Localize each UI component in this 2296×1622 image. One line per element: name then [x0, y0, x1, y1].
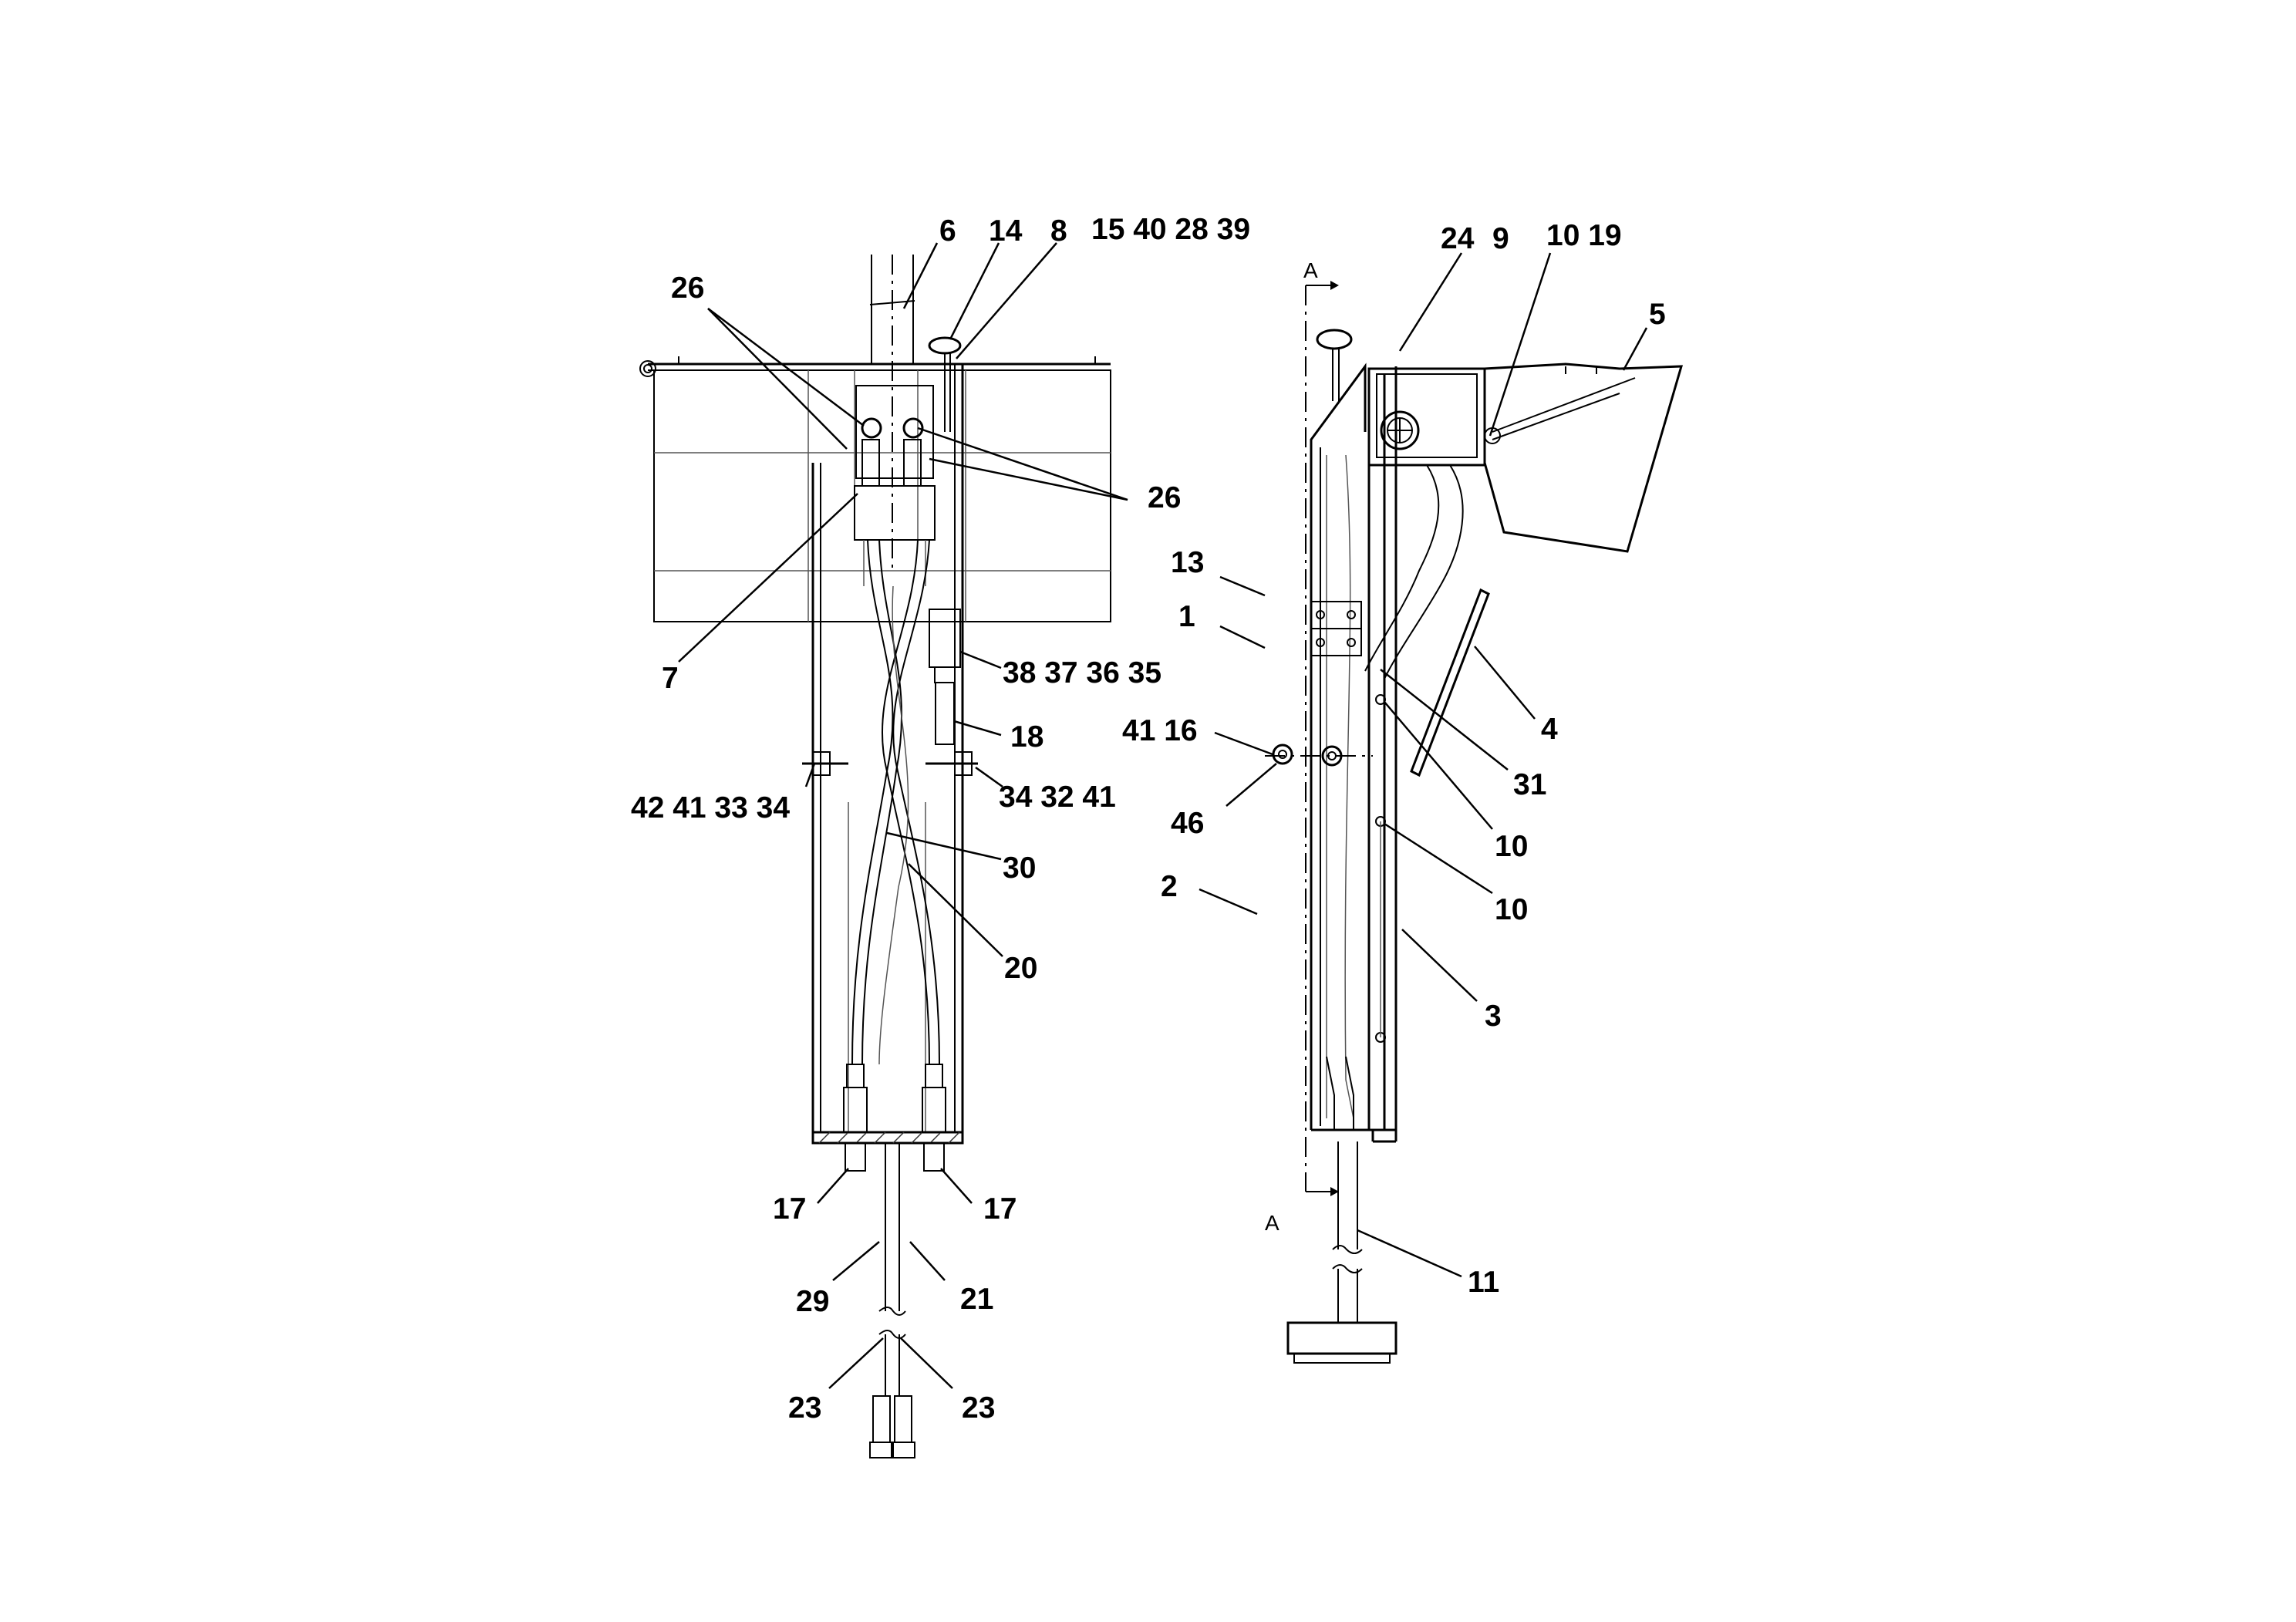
section-mark-top: A	[1303, 258, 1318, 282]
label-26-right: 26	[1148, 481, 1181, 514]
label-17-left: 17	[773, 1192, 806, 1226]
label-6: 6	[939, 214, 956, 248]
label-46: 46	[1171, 807, 1204, 840]
label-26-upper: 26	[671, 271, 704, 305]
label-11: 11	[1468, 1266, 1499, 1299]
label-20: 20	[1004, 952, 1037, 985]
label-34-32-41: 34 32 41	[999, 781, 1116, 814]
label-10-middle: 10	[1495, 830, 1528, 863]
label-23-left: 23	[788, 1391, 821, 1425]
label-8: 8	[1050, 214, 1067, 248]
label-23-right: 23	[962, 1391, 995, 1425]
leader-lines	[678, 242, 1648, 1389]
label-30: 30	[1003, 851, 1036, 885]
label-42-41-33-34: 42 41 33 34	[631, 791, 790, 824]
bottom-plate-hatch	[818, 1131, 960, 1144]
label-14: 14	[989, 214, 1023, 248]
front-view	[639, 255, 1111, 1458]
label-17-right: 17	[983, 1192, 1017, 1226]
section-mark-bottom: A	[1265, 1211, 1279, 1235]
label-21: 21	[960, 1283, 993, 1316]
label-24: 24	[1441, 222, 1475, 255]
part-labels: 6 14 8 15 40 28 39 26 26 7 38 37 36 35 1…	[631, 213, 1666, 1425]
label-10-19: 10 19	[1546, 219, 1622, 252]
label-2: 2	[1161, 870, 1178, 903]
label-15-40-28-39: 15 40 28 39	[1091, 213, 1250, 246]
label-31: 31	[1513, 768, 1546, 801]
label-1: 1	[1178, 600, 1195, 633]
label-7: 7	[662, 662, 679, 695]
label-10-lower: 10	[1495, 893, 1528, 926]
label-9: 9	[1492, 222, 1509, 255]
side-view	[1265, 281, 1684, 1364]
label-18: 18	[1010, 720, 1043, 754]
label-29: 29	[796, 1285, 829, 1318]
label-5: 5	[1649, 298, 1666, 331]
label-4: 4	[1541, 713, 1558, 746]
label-41-16: 41 16	[1122, 714, 1198, 747]
label-3: 3	[1485, 1000, 1502, 1033]
label-38-37-36-35: 38 37 36 35	[1003, 656, 1161, 690]
label-13: 13	[1171, 546, 1204, 579]
